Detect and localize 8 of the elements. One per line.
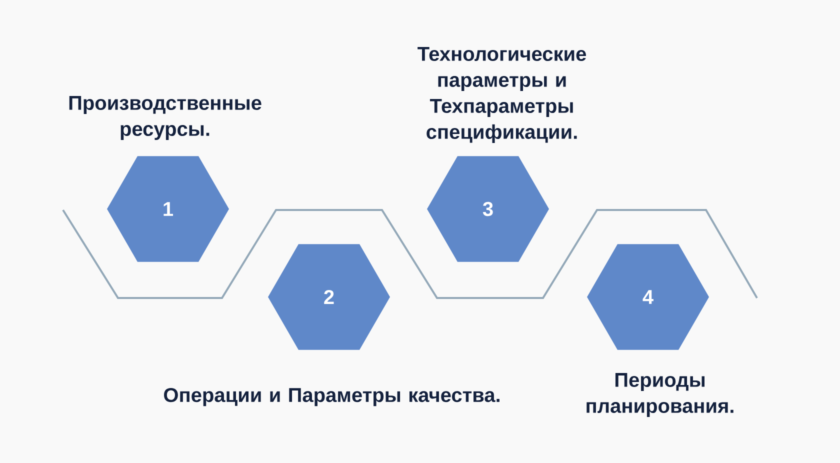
hexagon: 4 xyxy=(587,244,709,350)
hexagon: 1 xyxy=(107,156,229,262)
node-label: Технологические параметры и Техпараметры спецификации. xyxy=(418,47,586,143)
node-label: Операции и Параметры качества. xyxy=(164,388,500,406)
node-label: Производственные ресурсы. xyxy=(69,96,262,140)
node-label: Периоды планирования. xyxy=(586,373,734,417)
hexagon: 3 xyxy=(427,156,549,262)
hexagon: 2 xyxy=(268,244,390,350)
